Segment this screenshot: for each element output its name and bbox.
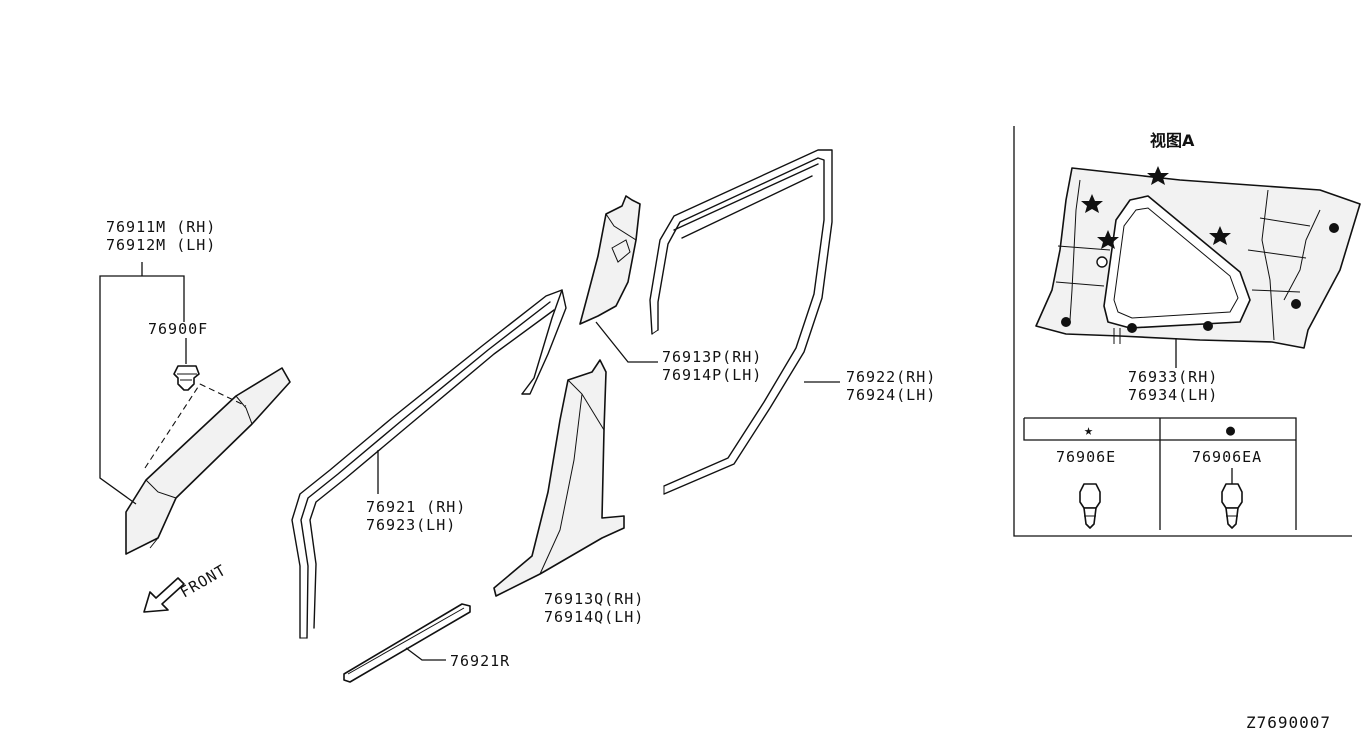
- clip-76906ea-label: 76906EA: [1192, 448, 1262, 466]
- sill-strip-label: 76921R: [450, 652, 510, 670]
- legend-symbol-dot: ●: [1226, 421, 1236, 439]
- diagram-code: Z7690007: [1246, 713, 1331, 732]
- rear-door-weatherstrip[interactable]: [649, 149, 833, 495]
- a-pillar-rh-label: 76911M (RH): [106, 218, 216, 236]
- star-icon: [1097, 230, 1119, 249]
- front-weatherstrip-rh-label: 76921 (RH): [366, 498, 466, 516]
- clip-76906e-label: 76906E: [1056, 448, 1116, 466]
- sill-strip[interactable]: [343, 603, 471, 683]
- b-pillar-lower-trim[interactable]: [493, 359, 625, 597]
- b-upper-leader: [595, 321, 658, 363]
- star-icon: [1147, 166, 1169, 185]
- clip-76906e[interactable]: [1079, 483, 1101, 529]
- dot-clip-markers: [1061, 223, 1339, 333]
- star-clip-markers: [1081, 166, 1231, 249]
- b-upper-lh-label: 76914P(LH): [662, 366, 762, 384]
- clip-install-line: [144, 383, 247, 469]
- b-pillar-upper-trim[interactable]: [579, 195, 641, 325]
- b-upper-rh-label: 76913P(RH): [662, 348, 762, 366]
- front-arrow: FRONT: [143, 561, 229, 613]
- rear-weatherstrip-rh-label: 76922(RH): [846, 368, 936, 386]
- front-weatherstrip-lh-label: 76923(LH): [366, 516, 456, 534]
- b-lower-rh-label: 76913Q(RH): [544, 590, 644, 608]
- dot-icon: [1061, 317, 1071, 327]
- a-pillar-lh-label: 76912M (LH): [106, 236, 216, 254]
- rear-weatherstrip-lh-label: 76924(LH): [846, 386, 936, 404]
- sill-strip-leader: [405, 647, 446, 661]
- b-lower-lh-label: 76914Q(LH): [544, 608, 644, 626]
- star-icon: [1209, 226, 1231, 245]
- a-pillar-trim[interactable]: [125, 367, 291, 555]
- quarter-trim-panel[interactable]: [1035, 167, 1361, 349]
- front-label: FRONT: [177, 561, 229, 602]
- dot-icon: [1127, 323, 1137, 333]
- legend-symbol-star: ★: [1084, 421, 1094, 439]
- clip-76900f-label: 76900F: [148, 320, 208, 338]
- panel-rh-label: 76933(RH): [1128, 368, 1218, 386]
- dot-icon: [1329, 223, 1339, 233]
- clip-76900f[interactable]: [173, 365, 200, 391]
- clip-legend-table: ★ ● 76906E 76906EA: [1023, 417, 1297, 530]
- star-icon: [1081, 194, 1103, 213]
- panel-lh-label: 76934(LH): [1128, 386, 1218, 404]
- view-a-panel: 视图A 76933(RH) 76934(L: [1013, 126, 1361, 537]
- dot-icon: [1203, 321, 1213, 331]
- clip-76906ea[interactable]: [1221, 483, 1243, 529]
- a-pillar-leader: [99, 262, 185, 505]
- front-door-weatherstrip[interactable]: [291, 289, 567, 639]
- view-a-title: 视图A: [1150, 131, 1195, 150]
- dot-icon: [1291, 299, 1301, 309]
